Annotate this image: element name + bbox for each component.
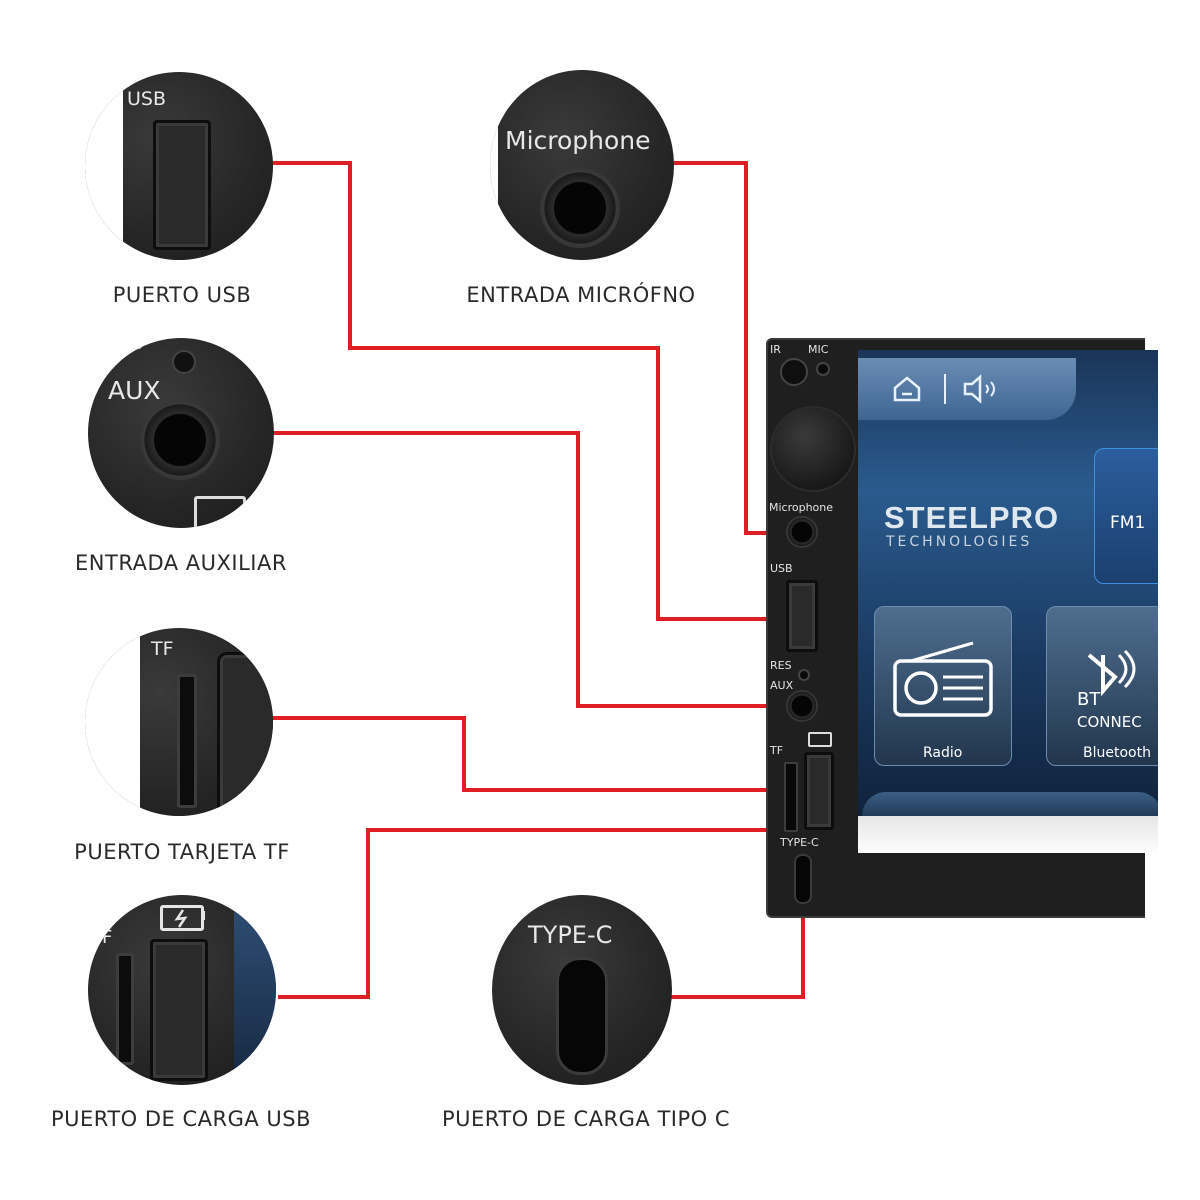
tf-port-label: TF — [770, 744, 784, 757]
brand-logo: STEELPRO — [884, 500, 1060, 535]
usb-label: USB — [127, 88, 167, 110]
device-charging-usb-port[interactable] — [804, 752, 834, 830]
zoom-usb-charging: F — [88, 895, 276, 1085]
wire-aux — [272, 431, 788, 708]
microphone-port-label: Microphone — [769, 501, 834, 514]
caption-usb-charging: PUERTO DE CARGA USB — [50, 1107, 312, 1131]
ir-label: IR — [770, 343, 781, 356]
volume-icon[interactable] — [962, 374, 1002, 404]
aux-port-label: AUX — [770, 679, 794, 692]
usb-port — [153, 120, 211, 250]
wire-tf — [272, 716, 783, 792]
charging-usb-port — [150, 939, 208, 1081]
brand-subtitle: TECHNOLOGIES — [886, 534, 1033, 550]
ir-sensor — [780, 358, 808, 386]
home-icon[interactable] — [892, 376, 922, 402]
usb-port-label: USB — [770, 562, 793, 575]
bt-badge: BT — [1077, 689, 1101, 710]
tf-slot-edge — [116, 953, 134, 1065]
type-c-label: TYPE-C — [528, 921, 613, 949]
bluetooth-icon — [1081, 647, 1141, 707]
device-type-c-port[interactable] — [794, 854, 812, 904]
radio-label: Radio — [923, 745, 963, 761]
type-c-port-label: TYPE-C — [780, 836, 819, 849]
mic-hole — [816, 362, 830, 376]
device-usb-port[interactable] — [786, 580, 818, 652]
wire-charge — [278, 828, 820, 999]
wire-usb — [272, 161, 784, 621]
device-aux-jack[interactable] — [786, 690, 818, 722]
device-microphone-jack[interactable] — [786, 516, 818, 548]
bluetooth-tile[interactable]: BT CONNEC Bluetooth — [1046, 606, 1158, 766]
wire-typec — [670, 898, 805, 999]
aux-label: AUX — [108, 376, 161, 405]
zoom-type-c: TYPE-C — [492, 895, 672, 1085]
res-label: RES — [770, 659, 792, 672]
zoom-tf: TF — [85, 628, 273, 816]
reset-hole — [172, 350, 196, 374]
display-screen: STEELPRO TECHNOLOGIES FM1 Radio BT CONNE… — [858, 350, 1158, 853]
fm-tile[interactable]: FM1 — [1094, 448, 1158, 584]
aux-partial-label: ES — [118, 338, 144, 354]
zoom-aux: ES AUX — [88, 338, 274, 528]
microphone-jack — [540, 168, 620, 248]
tf-card-slot — [177, 674, 197, 808]
bluetooth-label: Bluetooth — [1083, 745, 1151, 761]
caption-tf: PUERTO TARJETA TF — [74, 840, 290, 864]
charge-partial-label: F — [102, 927, 113, 948]
zoom-usb-port: USB — [85, 72, 273, 260]
radio-tile[interactable]: Radio — [874, 606, 1012, 766]
bt-connect-label: CONNEC — [1077, 713, 1142, 731]
volume-knob[interactable] — [772, 408, 854, 490]
fm-label: FM1 — [1110, 513, 1146, 533]
usb-port-edge — [217, 652, 273, 816]
caption-microphone: ENTRADA MICRÓFNO — [466, 283, 696, 307]
microphone-label: Microphone — [505, 126, 651, 155]
caption-type-c: PUERTO DE CARGA TIPO C — [442, 1107, 730, 1131]
aux-jack — [140, 400, 220, 480]
device-tf-slot[interactable] — [784, 762, 798, 832]
caption-usb: PUERTO USB — [112, 283, 252, 307]
charge-icon-partial — [194, 496, 246, 528]
caption-aux: ENTRADA AUXILIAR — [75, 551, 287, 575]
battery-charging-icon — [160, 905, 204, 931]
device-reset-hole[interactable] — [798, 669, 810, 681]
type-c-port — [556, 957, 608, 1075]
zoom-microphone: Microphone — [490, 70, 674, 260]
device-battery-icon — [808, 732, 832, 747]
mic-label: MIC — [808, 343, 829, 356]
radio-icon — [891, 639, 995, 719]
tf-label: TF — [151, 638, 174, 660]
